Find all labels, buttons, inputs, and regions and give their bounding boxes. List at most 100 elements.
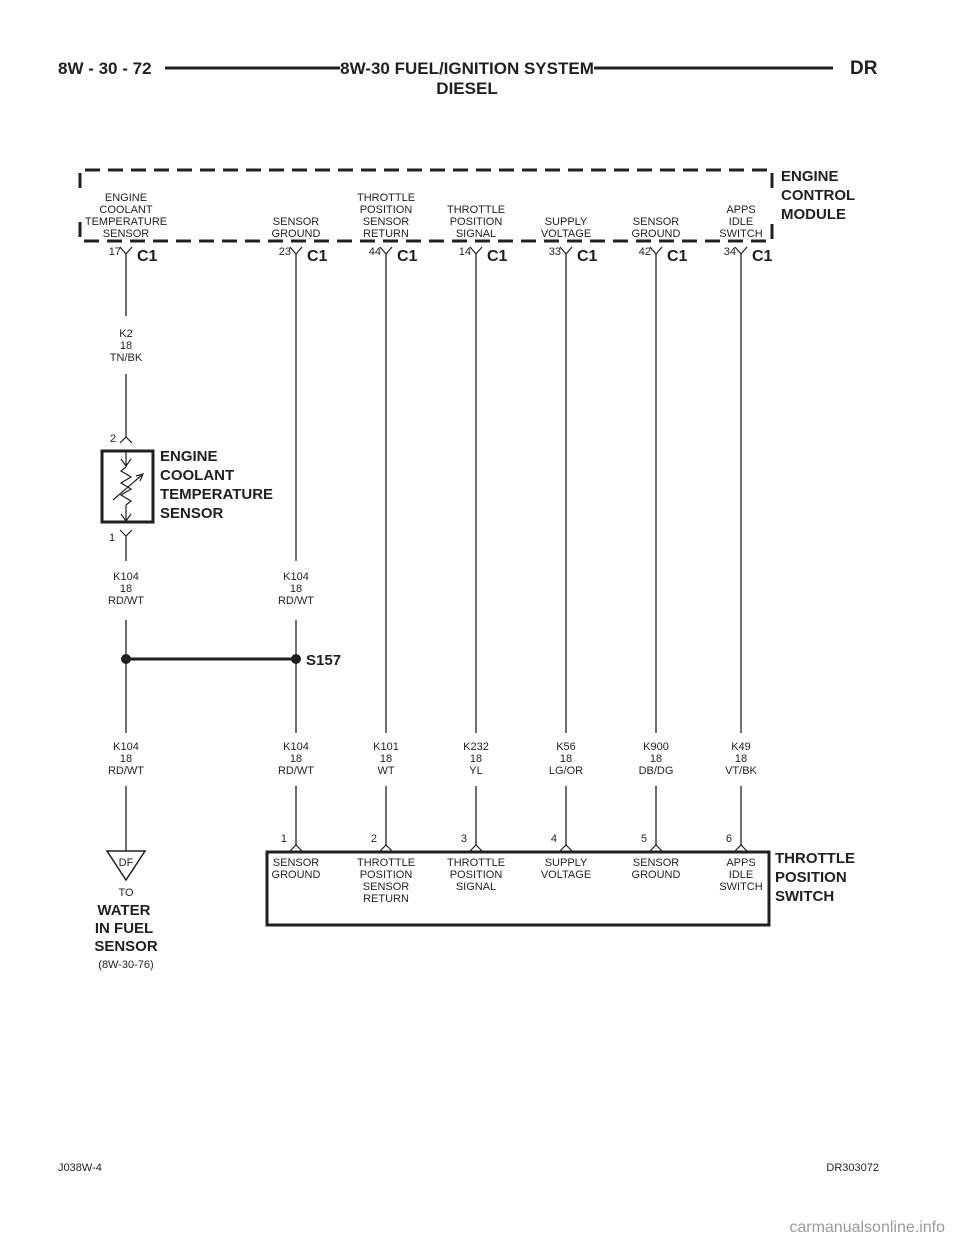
tps-label-pin-3-line-1: THROTTLE	[447, 857, 505, 869]
ecm-connector-c1-label: C1	[137, 248, 158, 265]
wire-label-k104-ecm-line-2: 18	[290, 583, 302, 595]
ecm-label-pin-34-line-2: IDLE	[729, 216, 753, 228]
ecm-connector-fork-icon	[289, 246, 303, 255]
wire-label-k56-line-2: 18	[560, 753, 572, 765]
tps-connector-fork-icon	[469, 844, 483, 852]
wire-label-k104-df-line-3: RD/WT	[108, 765, 144, 777]
wire-label-k232-line-2: 18	[470, 753, 482, 765]
tps-label-pin-4-line-1: SUPPLY	[545, 857, 588, 869]
tps-connector-fork-icon	[559, 844, 573, 852]
tps-label-pin-1-line-2: GROUND	[272, 869, 321, 881]
df-connector: DF TO WATER IN FUEL SENSOR (8W-30-76)	[94, 850, 158, 971]
thermistor-resistor-icon	[119, 466, 133, 506]
tps-label-pin-2-line-1: THROTTLE	[357, 857, 415, 869]
tps-connector-fork-icon	[289, 844, 303, 852]
tps-label-pin-6-line-3: SWITCH	[719, 881, 762, 893]
wire-label-k104-tps-line-3: RD/WT	[278, 765, 314, 777]
wire-label-k56-line-1: K56	[556, 741, 576, 753]
ect-pin-bottom: 1	[109, 532, 115, 544]
ecm-connector-fork-icon	[119, 246, 133, 255]
wif-sensor-name: WATER IN FUEL SENSOR	[94, 902, 158, 955]
ect-sensor-name: ENGINE COOLANT TEMPERATURE SENSOR	[160, 448, 277, 522]
ect-connector-top-icon	[119, 436, 133, 444]
ecm-label-pin-34-line-1: APPS	[726, 204, 755, 216]
tps-pin-2: 2	[371, 833, 377, 845]
ecm-connector-c1-label: C1	[487, 248, 508, 265]
ect-pin-top: 2	[110, 433, 116, 445]
ect-name-line-4: SENSOR	[160, 505, 224, 522]
tps-pin-4: 4	[551, 833, 557, 845]
ecm-pin-42: 42	[639, 246, 651, 258]
tps-connector-fork-icon	[649, 844, 663, 852]
tps-label-pin-2-line-2: POSITION	[360, 869, 413, 881]
ect-sensor: 2 1 ENGINE COOLANT TEMPERATURE SENSOR	[100, 433, 277, 544]
ecm-connector-fork-icon	[559, 246, 573, 255]
ecm-module: ENGINE CONTROL MODULE	[78, 168, 855, 243]
ecm-label-pin-34-line-3: SWITCH	[719, 228, 762, 240]
tps-label-pin-5-line-1: SENSOR	[633, 857, 680, 869]
wif-name-line-2: IN FUEL	[95, 920, 153, 937]
ecm-connector-c1-label: C1	[307, 248, 328, 265]
page-footer: J038W-4 DR303072 carmanualsonline.info	[58, 1162, 945, 1236]
wire-label-k104-df-line-1: K104	[113, 741, 139, 753]
watermark: carmanualsonline.info	[789, 1219, 945, 1236]
wire-label-k104-ect-line-3: RD/WT	[108, 595, 144, 607]
ecm-label-pin-44-line-2: POSITION	[360, 204, 413, 216]
tps-name: THROTTLE POSITION SWITCH	[775, 850, 859, 905]
tps-pin-6: 6	[726, 833, 732, 845]
ecm-pin-17: 17	[109, 246, 121, 258]
tps-connector-fork-icon	[734, 844, 748, 852]
footer-right-code: DR303072	[826, 1162, 879, 1174]
tps-pin-3: 3	[461, 833, 467, 845]
ecm-pin-14: 14	[459, 246, 471, 258]
page-title: 8W-30 FUEL/IGNITION SYSTEM	[340, 59, 594, 78]
splice-name: S157	[306, 652, 341, 669]
wire-label-k101-line-1: K101	[373, 741, 399, 753]
wire-label-k49-line-2: 18	[735, 753, 747, 765]
thermistor-variable-arrow-icon	[112, 473, 144, 501]
tps-label-pin-1-line-1: SENSOR	[273, 857, 320, 869]
ecm-label-pin-14-line-2: POSITION	[450, 216, 503, 228]
tps-label-pin-4-line-2: VOLTAGE	[541, 869, 591, 881]
ect-name-line-3: TEMPERATURE	[160, 486, 273, 503]
ecm-label-pin-14-line-1: THROTTLE	[447, 204, 505, 216]
wire-label-k232-line-1: K232	[463, 741, 489, 753]
footer-left-code: J038W-4	[58, 1162, 102, 1174]
ecm-connector-c1-label: C1	[577, 248, 598, 265]
ecm-label-pin-33-line-1: SUPPLY	[545, 216, 588, 228]
ecm-label-pin-17-line-2: COOLANT	[99, 204, 152, 216]
ecm-label-pin-33-line-2: VOLTAGE	[541, 228, 591, 240]
wire-label-k49-line-3: VT/BK	[725, 765, 757, 777]
wire-label-k104-ect-line-1: K104	[113, 571, 139, 583]
ecm-label-pin-42-line-1: SENSOR	[633, 216, 680, 228]
wire-label-k56-line-3: LG/OR	[549, 765, 583, 777]
tps-pin-1: 1	[281, 833, 287, 845]
ecm-dashed-outline	[78, 168, 774, 243]
df-triangle-icon	[105, 850, 147, 882]
tps-name-line-3: SWITCH	[775, 888, 834, 905]
ecm-pin-44: 44	[369, 246, 381, 258]
ect-arrow-top-icon	[120, 458, 132, 468]
wif-name-line-3: SENSOR	[94, 938, 158, 955]
splice-s157: S157	[121, 652, 341, 669]
ect-arrow-bottom-icon	[120, 513, 132, 523]
